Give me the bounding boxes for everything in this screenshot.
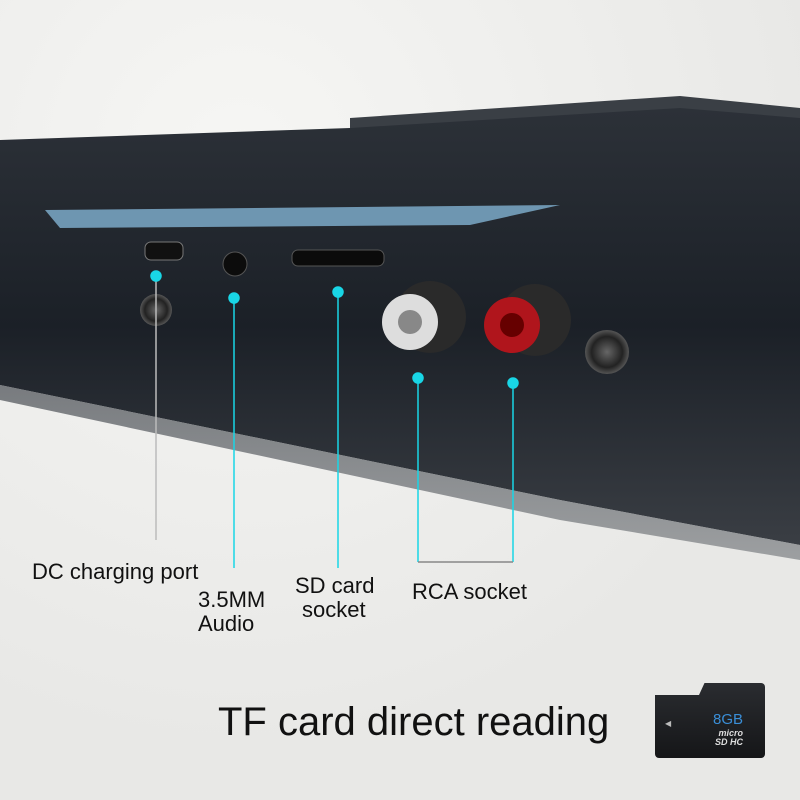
sd-label-1: SD card — [295, 573, 375, 598]
microsd-card: ◀ 8GB micro SD HC — [655, 683, 765, 758]
rca-label: RCA socket — [412, 579, 527, 604]
highlight — [45, 205, 560, 228]
audio-jack — [222, 251, 248, 277]
callout-lines — [150, 270, 519, 568]
sd-slot — [291, 249, 385, 267]
dc-port — [144, 241, 184, 261]
card-brand: micro SD HC — [715, 729, 743, 747]
insert-arrow-icon: ◀ — [665, 719, 672, 728]
screw — [585, 330, 629, 374]
dc-port-label: DC charging port — [32, 559, 199, 584]
rca-red — [484, 284, 571, 356]
audio-label-1: 3.5MM — [198, 587, 266, 612]
card-brand-1: micro — [718, 728, 743, 738]
headline: TF card direct reading — [218, 700, 610, 744]
sd-label-2: socket — [302, 597, 366, 622]
card-capacity: 8GB — [712, 711, 743, 728]
card-brand-2: SD HC — [714, 737, 743, 747]
audio-label-2: Audio — [198, 611, 255, 636]
rca-white — [382, 281, 466, 353]
